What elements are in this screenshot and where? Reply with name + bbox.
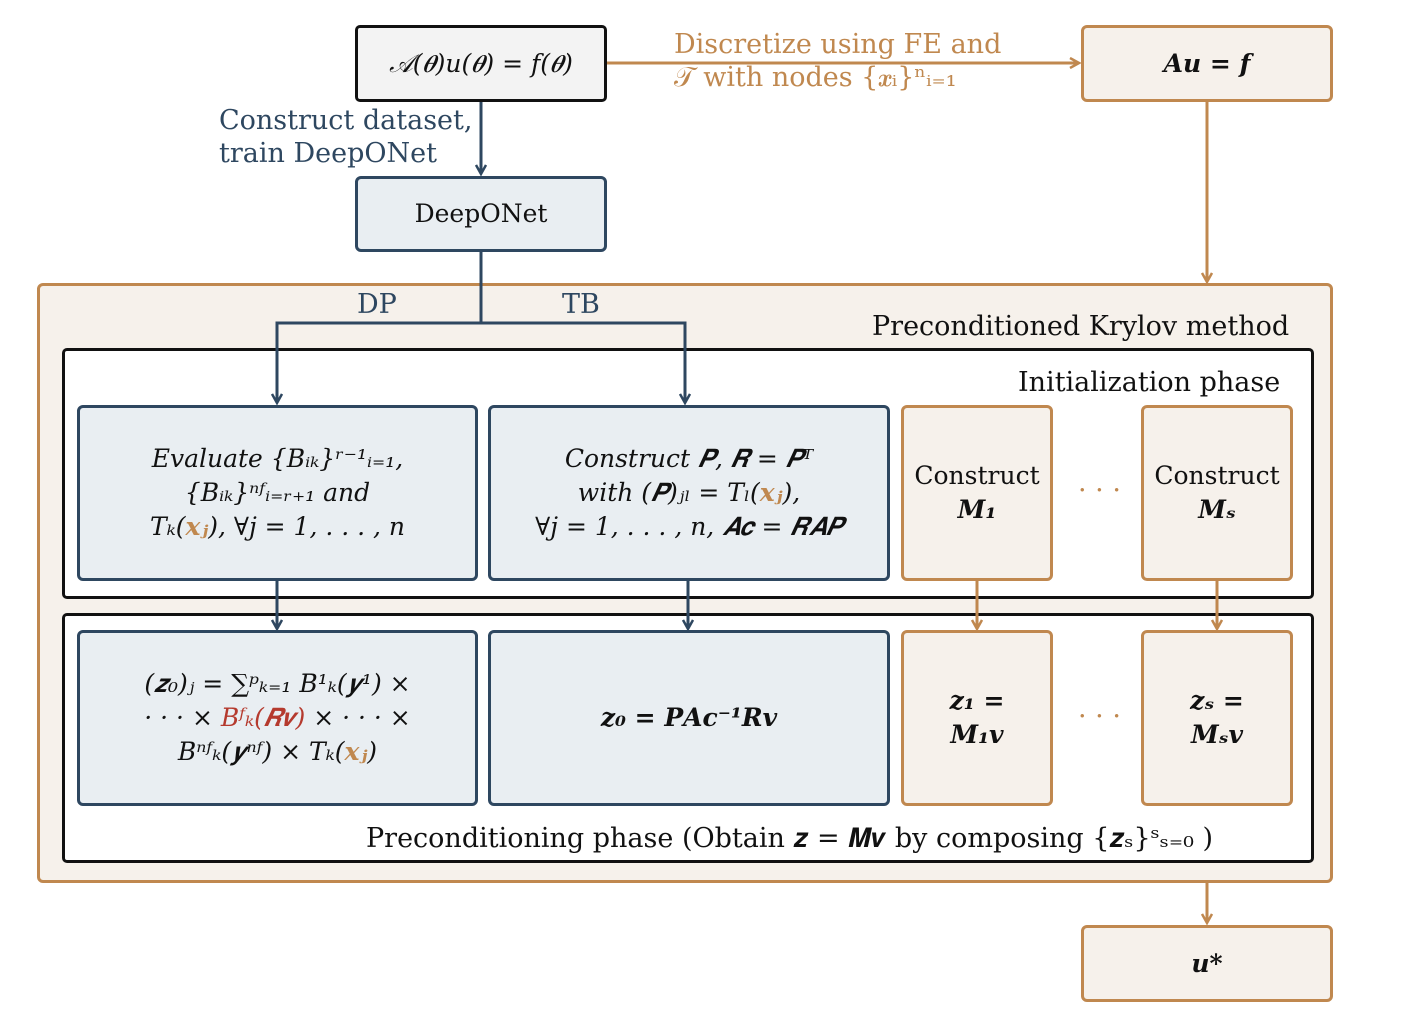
zs-box: 𝒛ₛ = 𝑴ₛ𝒗 <box>1141 630 1293 806</box>
dp-apply-box: (𝒛₀)ⱼ = ∑ᵖₖ₌₁ B¹ₖ(𝒚¹) × · · · × Bᶠₖ(𝑹𝒗) … <box>77 630 478 806</box>
tb-label: TB <box>562 289 600 320</box>
arrow-tb <box>481 321 685 402</box>
dp-evaluate-box: Evaluate {Bᵢₖ}ʳ⁻¹ᵢ₌₁, {Bᵢₖ}ⁿᶠᵢ₌ᵣ₊₁ and T… <box>77 405 478 581</box>
construct-ms-box: Construct 𝑴ₛ <box>1141 405 1293 581</box>
dp-apply-line1: (𝒛₀)ⱼ = ∑ᵖₖ₌₁ B¹ₖ(𝒚¹) × <box>144 669 411 698</box>
dp-label: DP <box>357 289 397 320</box>
discretize-line2: 𝒯 with nodes {𝒙ᵢ}ⁿᵢ₌₁ <box>674 62 957 93</box>
construct-m1-line2: 𝑴₁ <box>957 495 997 524</box>
tb-construct-box: Construct 𝑷, 𝑹 = 𝑷ᵀ with (𝑷)ⱼₗ = Tₗ(𝒙ⱼ),… <box>488 405 890 581</box>
pde-equation-box: 𝒜(𝜽)u(𝜽) = f(𝜽) <box>355 25 607 102</box>
init-ellipsis: · · · <box>1078 475 1121 506</box>
tb-construct-line2: with (𝑷)ⱼₗ = Tₗ(𝒙ⱼ), <box>577 478 801 507</box>
arrow-dp <box>277 321 481 402</box>
dp-apply-line2: · · · × Bᶠₖ(𝑹𝒗) × · · · × <box>144 703 411 732</box>
z1-box: 𝒛₁ = 𝑴₁𝒗 <box>901 630 1053 806</box>
fe-system-box: 𝑨𝒖 = 𝒇 <box>1081 25 1333 102</box>
z1-line2: 𝑴₁𝒗 <box>950 720 1004 749</box>
train-line1: Construct dataset, <box>219 105 473 136</box>
tb-apply-box: 𝒛₀ = 𝑷𝑨𝒄⁻¹𝑹𝒗 <box>488 630 890 806</box>
construct-m1-line1: Construct <box>914 461 1040 490</box>
discretize-line1: Discretize using FE and <box>674 29 1002 60</box>
preconditioning-title: Preconditioning phase (Obtain 𝒛 = 𝑴𝒗 by … <box>366 823 1214 854</box>
dp-evaluate-line3: Tₖ(𝒙ⱼ), ∀j = 1, . . . , n <box>149 512 406 541</box>
dp-evaluate-line1: Evaluate {Bᵢₖ}ʳ⁻¹ᵢ₌₁, <box>151 444 404 473</box>
tb-construct-line3: ∀j = 1, . . . , n, 𝑨𝒄 = 𝑹𝑨𝑷 <box>535 512 843 541</box>
deeponet-box: DeepONet <box>355 176 607 252</box>
zs-line1: 𝒛ₛ = <box>1190 686 1244 715</box>
train-line2: train DeepONet <box>219 138 437 169</box>
solution-label: 𝒖* <box>1191 948 1223 978</box>
krylov-title: Preconditioned Krylov method <box>872 311 1290 342</box>
discretize-label: Discretize using FE and 𝒯 with nodes {𝒙ᵢ… <box>674 28 1001 94</box>
construct-m1-box: Construct 𝑴₁ <box>901 405 1053 581</box>
deeponet-label: DeepONet <box>414 199 548 228</box>
z1-line1: 𝒛₁ = <box>949 686 1005 715</box>
zs-line2: 𝑴ₛ𝒗 <box>1190 720 1244 749</box>
tb-apply-equation: 𝒛₀ = 𝑷𝑨𝒄⁻¹𝑹𝒗 <box>600 703 778 732</box>
precond-ellipsis: · · · <box>1078 701 1121 732</box>
train-label: Construct dataset, train DeepONet <box>219 104 472 170</box>
solution-box: 𝒖* <box>1081 925 1333 1002</box>
construct-ms-line1: Construct <box>1154 461 1280 490</box>
dp-apply-line3: Bⁿᶠₖ(𝒚ⁿᶠ) × Tₖ(𝒙ⱼ) <box>177 737 378 766</box>
pde-equation: 𝒜(𝜽)u(𝜽) = f(𝜽) <box>389 48 573 78</box>
dp-evaluate-line2: {Bᵢₖ}ⁿᶠᵢ₌ᵣ₊₁ and <box>184 478 371 507</box>
construct-ms-line2: 𝑴ₛ <box>1198 495 1236 524</box>
fe-system: 𝑨𝒖 = 𝒇 <box>1163 48 1251 78</box>
tb-construct-line1: Construct 𝑷, 𝑹 = 𝑷ᵀ <box>564 444 814 473</box>
initialization-title: Initialization phase <box>1018 367 1281 398</box>
